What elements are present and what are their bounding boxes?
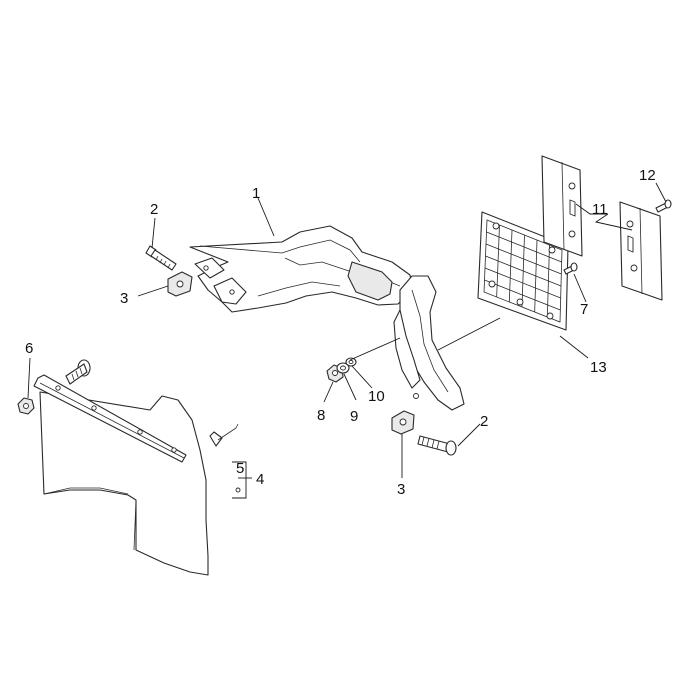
callout-labels: 1 2 3 6 5 4 8 9 10 2 3 12 11 7 13 <box>25 167 656 498</box>
callout-2b: 2 <box>480 413 488 430</box>
callout-3b: 3 <box>397 481 405 498</box>
callout-10: 10 <box>368 388 385 405</box>
callout-7: 7 <box>580 301 588 318</box>
washer-part-10 <box>345 357 357 367</box>
callout-11: 11 <box>592 201 608 218</box>
callout-8: 8 <box>317 407 325 424</box>
callout-3a: 3 <box>120 290 128 307</box>
reflector-plate-part-11-right <box>619 201 663 301</box>
rivet-part-5 <box>209 423 241 493</box>
screw-part-12 <box>655 199 672 213</box>
mudflap-bolt <box>65 359 91 385</box>
reflector-plate-part-11-left <box>541 155 583 257</box>
clip-nut-part-3-lower <box>391 410 415 435</box>
callout-13: 13 <box>590 359 607 376</box>
mudflap-part-4 <box>39 391 209 576</box>
callout-4: 4 <box>256 471 264 488</box>
bolt-part-2-upper <box>145 245 177 271</box>
callout-2a: 2 <box>150 201 158 218</box>
rear-fender-part-1 <box>189 225 465 411</box>
nut-part-6 <box>17 397 35 415</box>
leader-lines <box>27 182 667 499</box>
bolt-part-2-lower <box>417 435 457 456</box>
mudflap-mounting-strip <box>33 374 187 463</box>
callout-5: 5 <box>236 460 244 477</box>
plate-grid-line <box>484 279 561 311</box>
washer-part-9 <box>336 362 350 374</box>
callout-9: 9 <box>350 408 358 425</box>
clip-nut-part-3-upper <box>167 271 193 297</box>
screw-part-7 <box>563 262 578 275</box>
callout-12: 12 <box>639 167 656 184</box>
callout-1: 1 <box>252 185 260 202</box>
callout-6: 6 <box>25 340 33 357</box>
